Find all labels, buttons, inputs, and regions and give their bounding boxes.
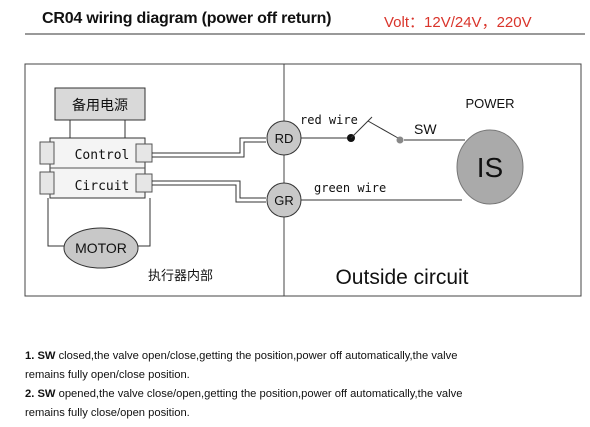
notes-section: 1. SW closed,the valve open/close,gettin… [25,347,585,423]
motor-ellipse [63,227,139,269]
control-to-rd-wire-2 [152,141,266,158]
sw-label: SW [414,121,437,137]
control-tab [39,141,55,165]
red-wire-label: red wire [300,113,358,127]
diagram-title: CR04 wiring diagram (power off return) [42,10,332,27]
wiring-diagram: 备用电源 Control Circuit MOTOR 执行器内部 RD GR r… [24,33,585,297]
circuit-tab [39,171,55,195]
control-terminal [135,143,153,163]
motor-loop-wire [47,198,66,247]
backup-power-box [54,87,146,121]
power-label: POWER [465,96,514,111]
note-1-sw: SW [37,350,56,362]
internal-label: 执行器内部 [148,268,213,284]
outer-frame [24,63,582,297]
note-2-line-1: 2. SW opened,the valve close/open,gettin… [25,385,585,404]
switch-contact [396,136,404,144]
motor-loop-wire-right [136,198,151,247]
note-2-line-2: remains fully close/open position. [25,407,190,419]
green-wire-label: green wire [314,181,386,195]
control-label: Control [75,148,130,163]
note-2-number: 2. [25,388,35,400]
circuit-label: Circuit [75,179,130,194]
power-source-ellipse [456,129,524,205]
switch-blade [350,116,373,139]
switch-arm [367,120,399,139]
note-1-line-2: remains fully open/close position. [25,369,190,381]
voltage-label: Volt：12V/24V，220V [384,14,532,31]
note-2-sw: SW [37,388,56,400]
gr-label: GR [274,193,294,208]
motor-label: MOTOR [75,240,127,256]
circuit-terminal [135,173,153,193]
circuit-to-gr-wire [152,180,266,199]
control-to-rd-wire [152,137,266,154]
note-1-line-1: 1. SW closed,the valve open/close,gettin… [25,347,585,366]
note-1-text: closed,the valve open/close,getting the … [55,350,458,362]
note-2-text: opened,the valve close/open,getting the … [55,388,463,400]
note-1-number: 1. [25,350,35,362]
outside-circuit-label: Outside circuit [335,266,468,289]
backup-power-label: 备用电源 [72,97,128,114]
is-label: IS [477,152,503,183]
circuit-to-gr-wire-2 [152,184,266,203]
rd-label: RD [275,131,294,146]
